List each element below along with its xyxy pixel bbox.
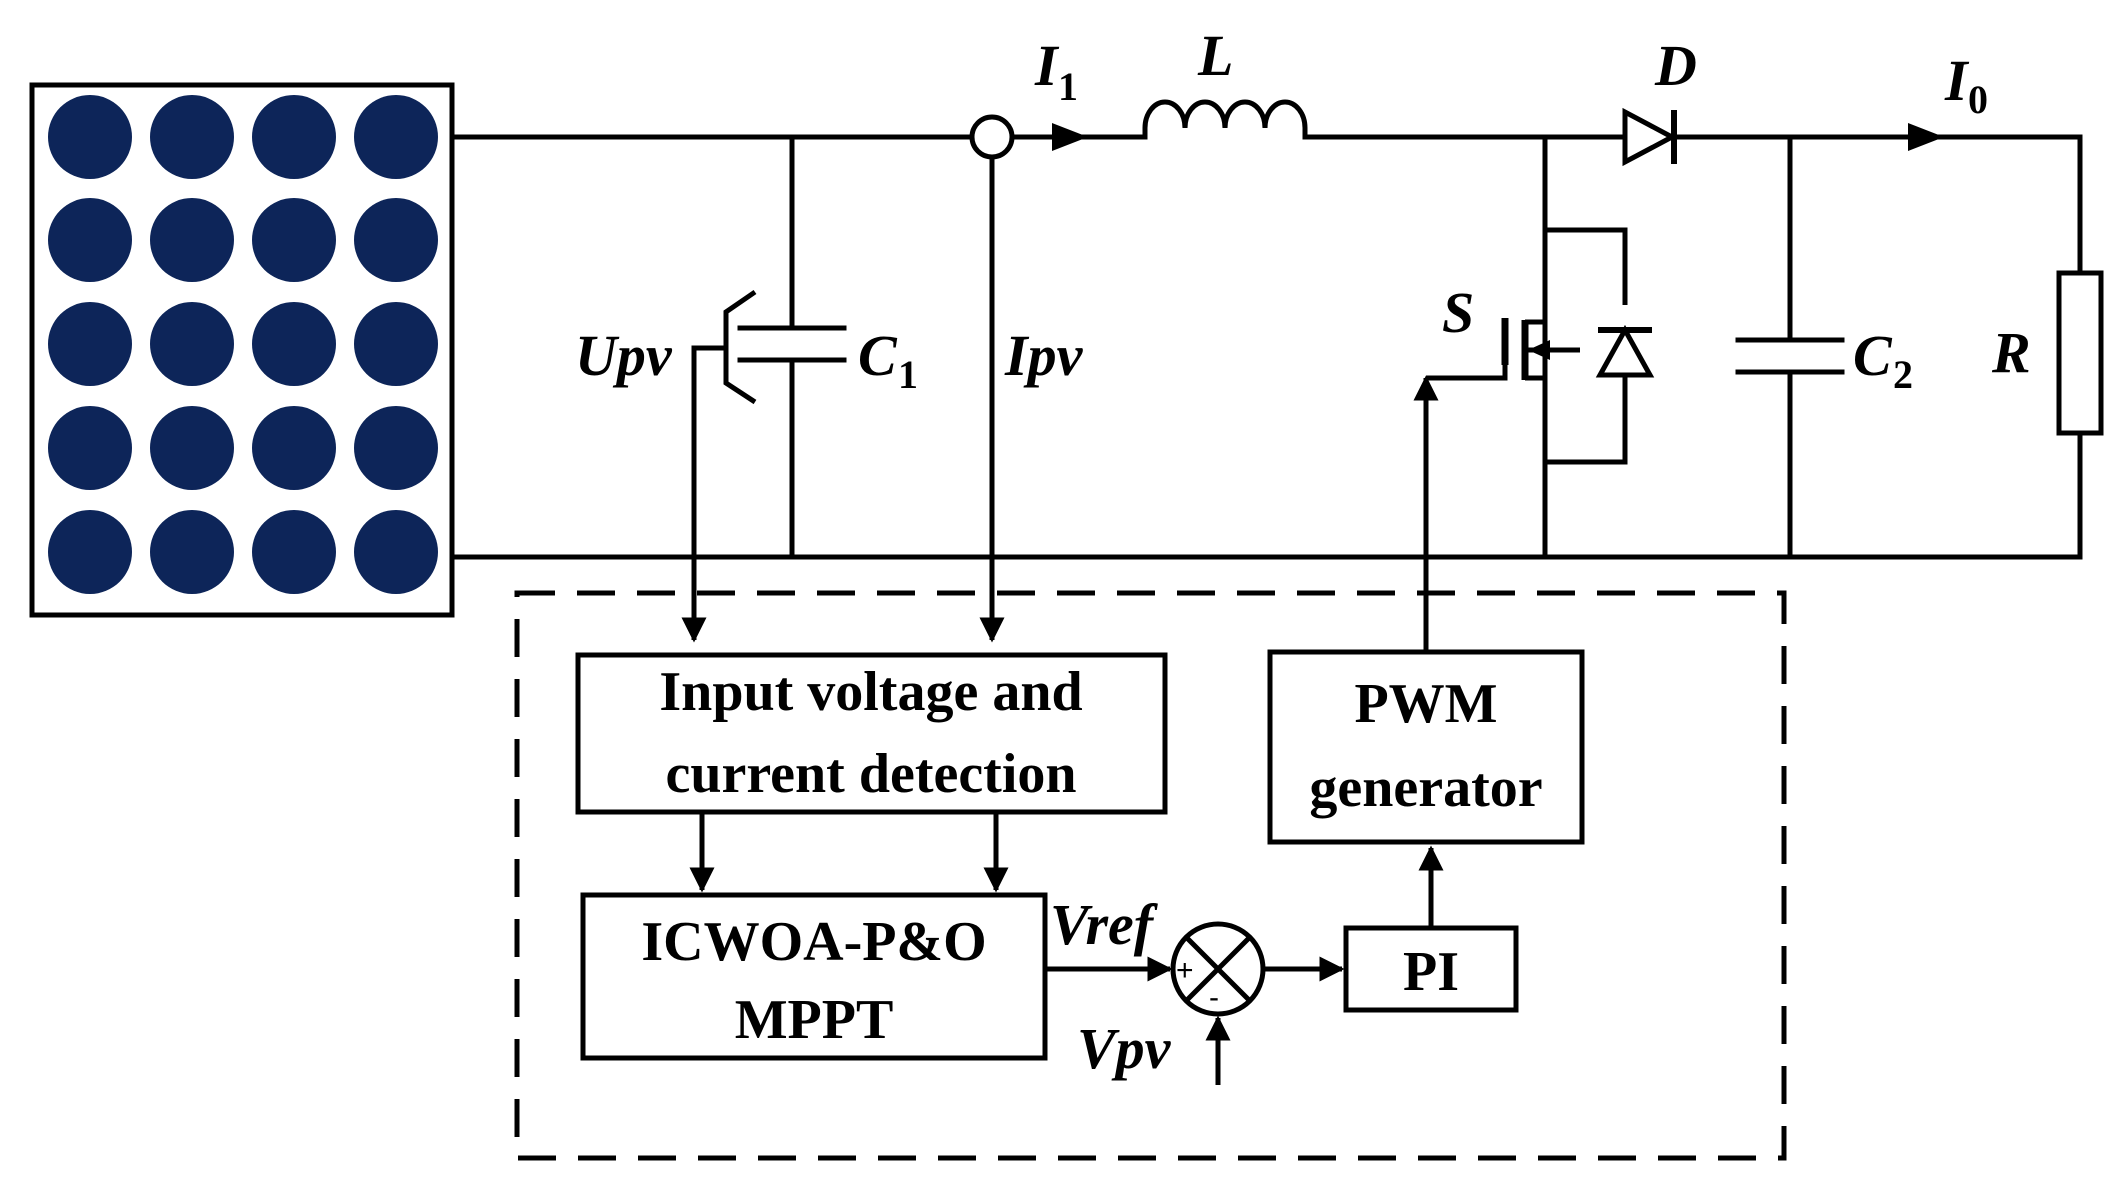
pv-panel — [29, 82, 455, 618]
pv-cell — [252, 302, 336, 386]
sum-plus-sign: + — [1176, 954, 1194, 987]
pv-cell — [252, 510, 336, 594]
detection-label-line1: Input voltage and — [659, 661, 1082, 723]
label-i0: I — [1944, 48, 1970, 113]
gate-wire — [1426, 365, 1508, 381]
pv-cell — [354, 95, 438, 179]
pv-cell — [354, 198, 438, 282]
pv-cell — [150, 406, 234, 490]
pv-cell — [150, 198, 234, 282]
mppt-label-line1: ICWOA-P&O — [641, 911, 986, 973]
voltage-probe-bracket — [723, 289, 757, 405]
pwm-block — [1267, 649, 1585, 845]
pv-cell — [48, 198, 132, 282]
label-inductor: L — [1197, 23, 1233, 88]
pv-cells — [48, 95, 438, 594]
label-load: R — [1991, 320, 2031, 385]
pv-cell — [354, 302, 438, 386]
sum-minus-sign: - — [1209, 981, 1219, 1014]
pv-cell — [48, 510, 132, 594]
label-ipv: Ipv — [1004, 323, 1084, 388]
label-i0-sub: 0 — [1968, 77, 1988, 122]
top-rail-out — [1671, 134, 2083, 276]
label-i1: I — [1034, 33, 1060, 98]
label-c1-sub: 1 — [898, 352, 918, 397]
mppt-label-line2: MPPT — [735, 989, 894, 1051]
current-in-arrow — [1052, 123, 1088, 151]
current-out-arrow — [1908, 123, 1944, 151]
load-resistor — [2056, 270, 2104, 436]
pv-cell — [48, 95, 132, 179]
pv-cell — [150, 95, 234, 179]
mosfet-switch-s — [1501, 134, 1655, 560]
pi-label: PI — [1403, 941, 1459, 1003]
pv-cell — [48, 302, 132, 386]
detection-label-line2: current detection — [665, 743, 1076, 805]
pwm-label-line2: generator — [1309, 757, 1542, 819]
pv-cell — [354, 406, 438, 490]
inductor-coil — [1142, 99, 1308, 137]
label-c2-sub: 2 — [1893, 352, 1913, 397]
voltage-probe-wire — [681, 345, 726, 643]
pv-cell — [150, 510, 234, 594]
detection-block — [575, 652, 1168, 815]
label-switch: S — [1442, 280, 1474, 345]
label-c1: C — [858, 323, 898, 388]
pv-cell — [354, 510, 438, 594]
pv-cell — [150, 302, 234, 386]
label-upv: Upv — [575, 323, 673, 388]
label-i1-sub: 1 — [1058, 64, 1078, 109]
pv-cell — [252, 95, 336, 179]
pwm-label-line1: PWM — [1354, 673, 1497, 735]
label-diode: D — [1654, 33, 1697, 98]
pv-cell — [252, 406, 336, 490]
pv-cell — [48, 406, 132, 490]
label-vref: Vref — [1050, 892, 1159, 957]
current-sense-node — [969, 114, 1015, 160]
pi-block — [1343, 925, 1519, 1013]
label-vpv: Vpv — [1077, 1016, 1172, 1081]
pv-cell — [252, 198, 336, 282]
mppt-block — [580, 892, 1048, 1061]
control-boundary — [514, 590, 1787, 1161]
label-c2: C — [1853, 323, 1893, 388]
diode-d — [1622, 107, 1678, 167]
